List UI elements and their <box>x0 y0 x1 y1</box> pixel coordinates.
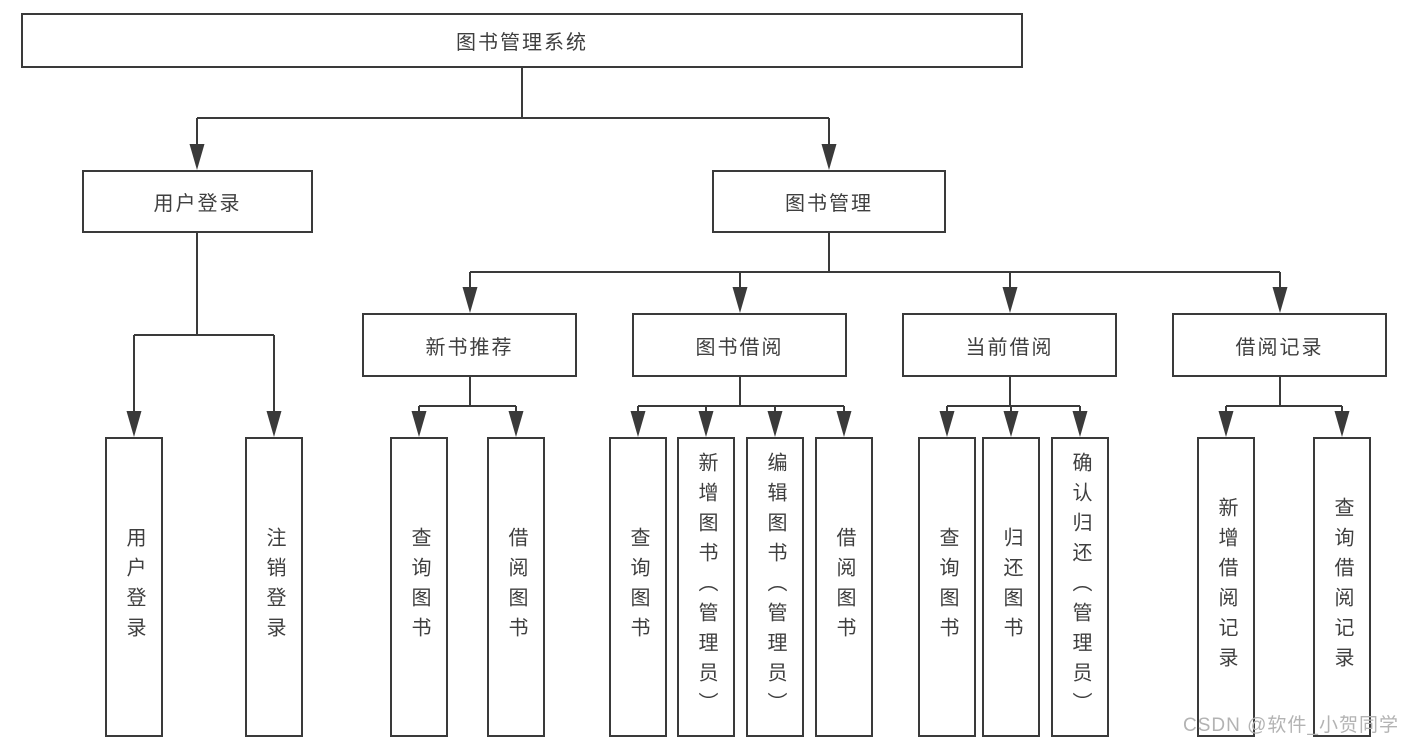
node-user-login: 用户登录 <box>82 170 313 233</box>
node-current-borrow-label: 当前借阅 <box>965 336 1054 359</box>
node-leaf-query-books-borrow: 查询图书 <box>609 437 667 737</box>
node-leaf-query-borrow-record-label: 查询借阅记录 <box>1331 497 1353 677</box>
node-book-management: 图书管理 <box>712 170 946 233</box>
node-leaf-borrow-books: 借阅图书 <box>815 437 873 737</box>
node-borrow-records: 借阅记录 <box>1172 313 1387 377</box>
node-leaf-query-books-current-label: 查询图书 <box>936 527 958 647</box>
node-new-book-recommend: 新书推荐 <box>362 313 577 377</box>
node-leaf-query-books-borrow-label: 查询图书 <box>627 527 649 647</box>
node-library-system: 图书管理系统 <box>21 13 1023 68</box>
node-leaf-add-book-admin-label: 新增图书（管理员） <box>695 452 717 722</box>
node-leaf-logout-label: 注销登录 <box>263 527 285 647</box>
node-leaf-user-login: 用户登录 <box>105 437 163 737</box>
node-leaf-edit-book-admin: 编辑图书（管理员） <box>746 437 804 737</box>
node-borrow-records-label: 借阅记录 <box>1235 336 1324 359</box>
node-leaf-add-book-admin: 新增图书（管理员） <box>677 437 735 737</box>
node-leaf-add-borrow-record: 新增借阅记录 <box>1197 437 1255 737</box>
node-leaf-add-borrow-record-label: 新增借阅记录 <box>1215 497 1237 677</box>
node-library-system-label: 图书管理系统 <box>456 32 588 54</box>
node-leaf-borrow-books-newbook: 借阅图书 <box>487 437 545 737</box>
node-leaf-confirm-return-admin-label: 确认归还（管理员） <box>1069 452 1091 722</box>
node-leaf-logout: 注销登录 <box>245 437 303 737</box>
node-book-borrow: 图书借阅 <box>632 313 847 377</box>
node-leaf-query-borrow-record: 查询借阅记录 <box>1313 437 1371 737</box>
csdn-watermark: CSDN @软件_小贺同学 <box>1183 715 1399 736</box>
node-leaf-confirm-return-admin: 确认归还（管理员） <box>1051 437 1109 737</box>
node-book-borrow-label: 图书借阅 <box>695 336 784 359</box>
node-leaf-return-books: 归还图书 <box>982 437 1040 737</box>
node-new-book-recommend-label: 新书推荐 <box>425 336 514 359</box>
node-leaf-return-books-label: 归还图书 <box>1000 527 1022 647</box>
node-leaf-query-books-newbook-label: 查询图书 <box>408 527 430 647</box>
node-user-login-label: 用户登录 <box>153 193 242 215</box>
node-current-borrow: 当前借阅 <box>902 313 1117 377</box>
node-leaf-borrow-books-newbook-label: 借阅图书 <box>505 527 527 647</box>
node-leaf-query-books-newbook: 查询图书 <box>390 437 448 737</box>
node-leaf-query-books-current: 查询图书 <box>918 437 976 737</box>
node-leaf-edit-book-admin-label: 编辑图书（管理员） <box>764 452 786 722</box>
node-book-management-label: 图书管理 <box>785 193 873 215</box>
node-leaf-user-login-label: 用户登录 <box>123 527 145 647</box>
node-leaf-borrow-books-label: 借阅图书 <box>833 527 855 647</box>
